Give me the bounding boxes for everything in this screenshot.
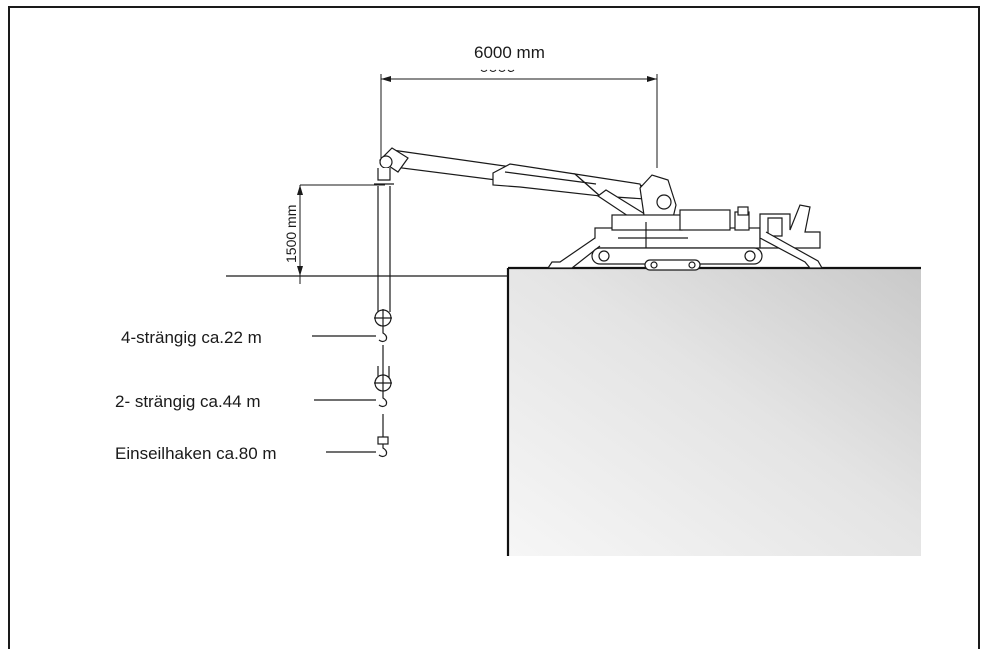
height-dimension-label: 1500 mm [283, 205, 299, 263]
label-2-fall: 2- strängig ca.44 m [115, 392, 261, 411]
reach-dimension [380, 69, 658, 168]
crane-superstructure [594, 204, 821, 249]
crawler-crane [374, 147, 824, 271]
label-4-fall: 4-strängig ca.22 m [121, 328, 262, 347]
crawler-track [591, 247, 763, 271]
telescopic-boom [374, 147, 655, 201]
building-block [508, 268, 921, 556]
label-single-rope: Einseilhaken ca.80 m [115, 444, 277, 463]
hook-block-4-fall [374, 309, 392, 343]
single-rope-hook [377, 436, 389, 458]
outer-frame [8, 6, 980, 649]
outrigger-legs [546, 231, 824, 269]
label-leaders [312, 335, 376, 453]
height-dimension [297, 184, 385, 284]
reach-dimension-label: 6000 mm [474, 43, 545, 62]
hook-block-2-fall [374, 374, 392, 408]
